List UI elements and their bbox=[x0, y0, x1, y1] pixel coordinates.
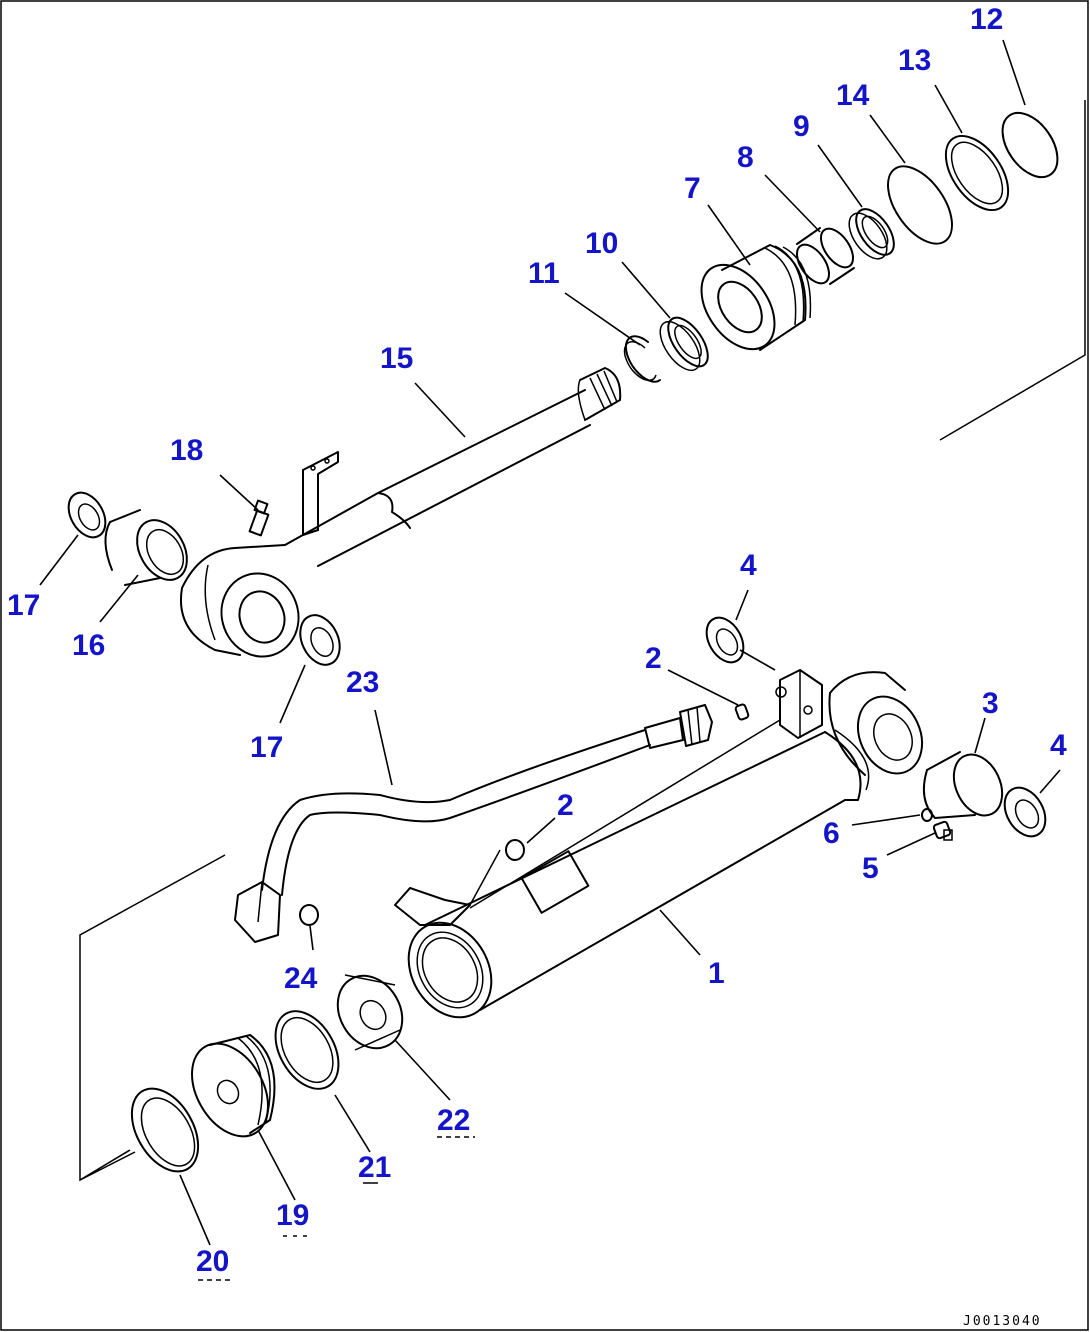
part-17-dust-seal-left bbox=[67, 491, 107, 539]
callout-9: 9 bbox=[793, 110, 810, 143]
upper-bracket-line bbox=[939, 100, 1086, 441]
part-6-ball bbox=[921, 808, 933, 822]
part-5-screw bbox=[932, 820, 953, 841]
part-13-backup-ring bbox=[944, 134, 1010, 212]
callout-2-middle: 2 bbox=[557, 789, 574, 822]
part-22-nut bbox=[336, 974, 404, 1051]
part-2-plug-top bbox=[734, 703, 750, 721]
part-21-ring bbox=[274, 1010, 340, 1090]
callout-4-right: 4 bbox=[1050, 729, 1067, 762]
leader-lines bbox=[39, 39, 1061, 1246]
drawing-number: J0013040 bbox=[963, 1314, 1042, 1329]
callout-12: 12 bbox=[970, 3, 1003, 36]
part-2-plug-middle bbox=[505, 839, 525, 861]
lower-bracket-line bbox=[79, 854, 226, 1182]
callout-20: 20 bbox=[196, 1245, 229, 1278]
part-14-o-ring bbox=[887, 165, 953, 245]
callout-labels: 12 13 14 9 8 7 10 11 15 18 17 16 17 23 4… bbox=[7, 3, 1067, 1278]
part-8-bushing bbox=[796, 227, 855, 285]
callout-16: 16 bbox=[72, 629, 105, 662]
part-18-grease-fitting bbox=[248, 499, 270, 537]
callout-15: 15 bbox=[380, 342, 413, 375]
part-4-dust-seal-right bbox=[1003, 786, 1047, 838]
callout-3: 3 bbox=[982, 687, 999, 720]
callout-10: 10 bbox=[585, 227, 618, 260]
cylinder-bottom-eye bbox=[828, 671, 924, 776]
part-12-o-ring bbox=[1001, 111, 1059, 179]
port-block bbox=[775, 669, 823, 739]
rod-eye bbox=[180, 544, 300, 658]
callout-4-top: 4 bbox=[740, 549, 757, 582]
callout-13: 13 bbox=[898, 44, 931, 77]
callout-22: 22 bbox=[437, 1104, 470, 1137]
callout-14: 14 bbox=[836, 79, 870, 112]
part-4-dust-seal-top bbox=[705, 616, 745, 664]
callout-6: 6 bbox=[823, 817, 840, 850]
callout-19: 19 bbox=[276, 1199, 309, 1232]
part-3-bushing bbox=[922, 751, 1004, 819]
callout-1: 1 bbox=[708, 957, 725, 990]
part-16-bushing bbox=[104, 509, 188, 586]
part-23-pipe bbox=[234, 704, 713, 943]
part-24-plug bbox=[299, 904, 319, 926]
callout-11: 11 bbox=[528, 257, 560, 290]
part-19-piston bbox=[191, 1034, 276, 1138]
part-15-piston-rod bbox=[284, 367, 622, 567]
callout-18: 18 bbox=[170, 434, 203, 467]
part-9-rod-seal bbox=[848, 208, 895, 260]
part-11-snap-ring bbox=[623, 335, 661, 383]
callout-24: 24 bbox=[284, 962, 318, 995]
callout-17-left: 17 bbox=[7, 589, 40, 622]
callout-7: 7 bbox=[684, 172, 701, 205]
callout-underlines bbox=[198, 1136, 475, 1281]
callout-5: 5 bbox=[862, 852, 879, 885]
callout-23: 23 bbox=[346, 666, 379, 699]
callout-21: 21 bbox=[358, 1151, 391, 1184]
part-7-cylinder-head bbox=[700, 244, 812, 351]
callout-2-top: 2 bbox=[645, 642, 662, 675]
part-10-dust-seal bbox=[659, 316, 709, 372]
part-17-dust-seal-right bbox=[299, 614, 341, 666]
callout-17-right: 17 bbox=[250, 731, 283, 764]
callout-8: 8 bbox=[737, 141, 754, 174]
elbow-fitting bbox=[394, 719, 781, 926]
part-20-wear-ring bbox=[130, 1087, 200, 1173]
part-1-cylinder bbox=[407, 729, 870, 1019]
